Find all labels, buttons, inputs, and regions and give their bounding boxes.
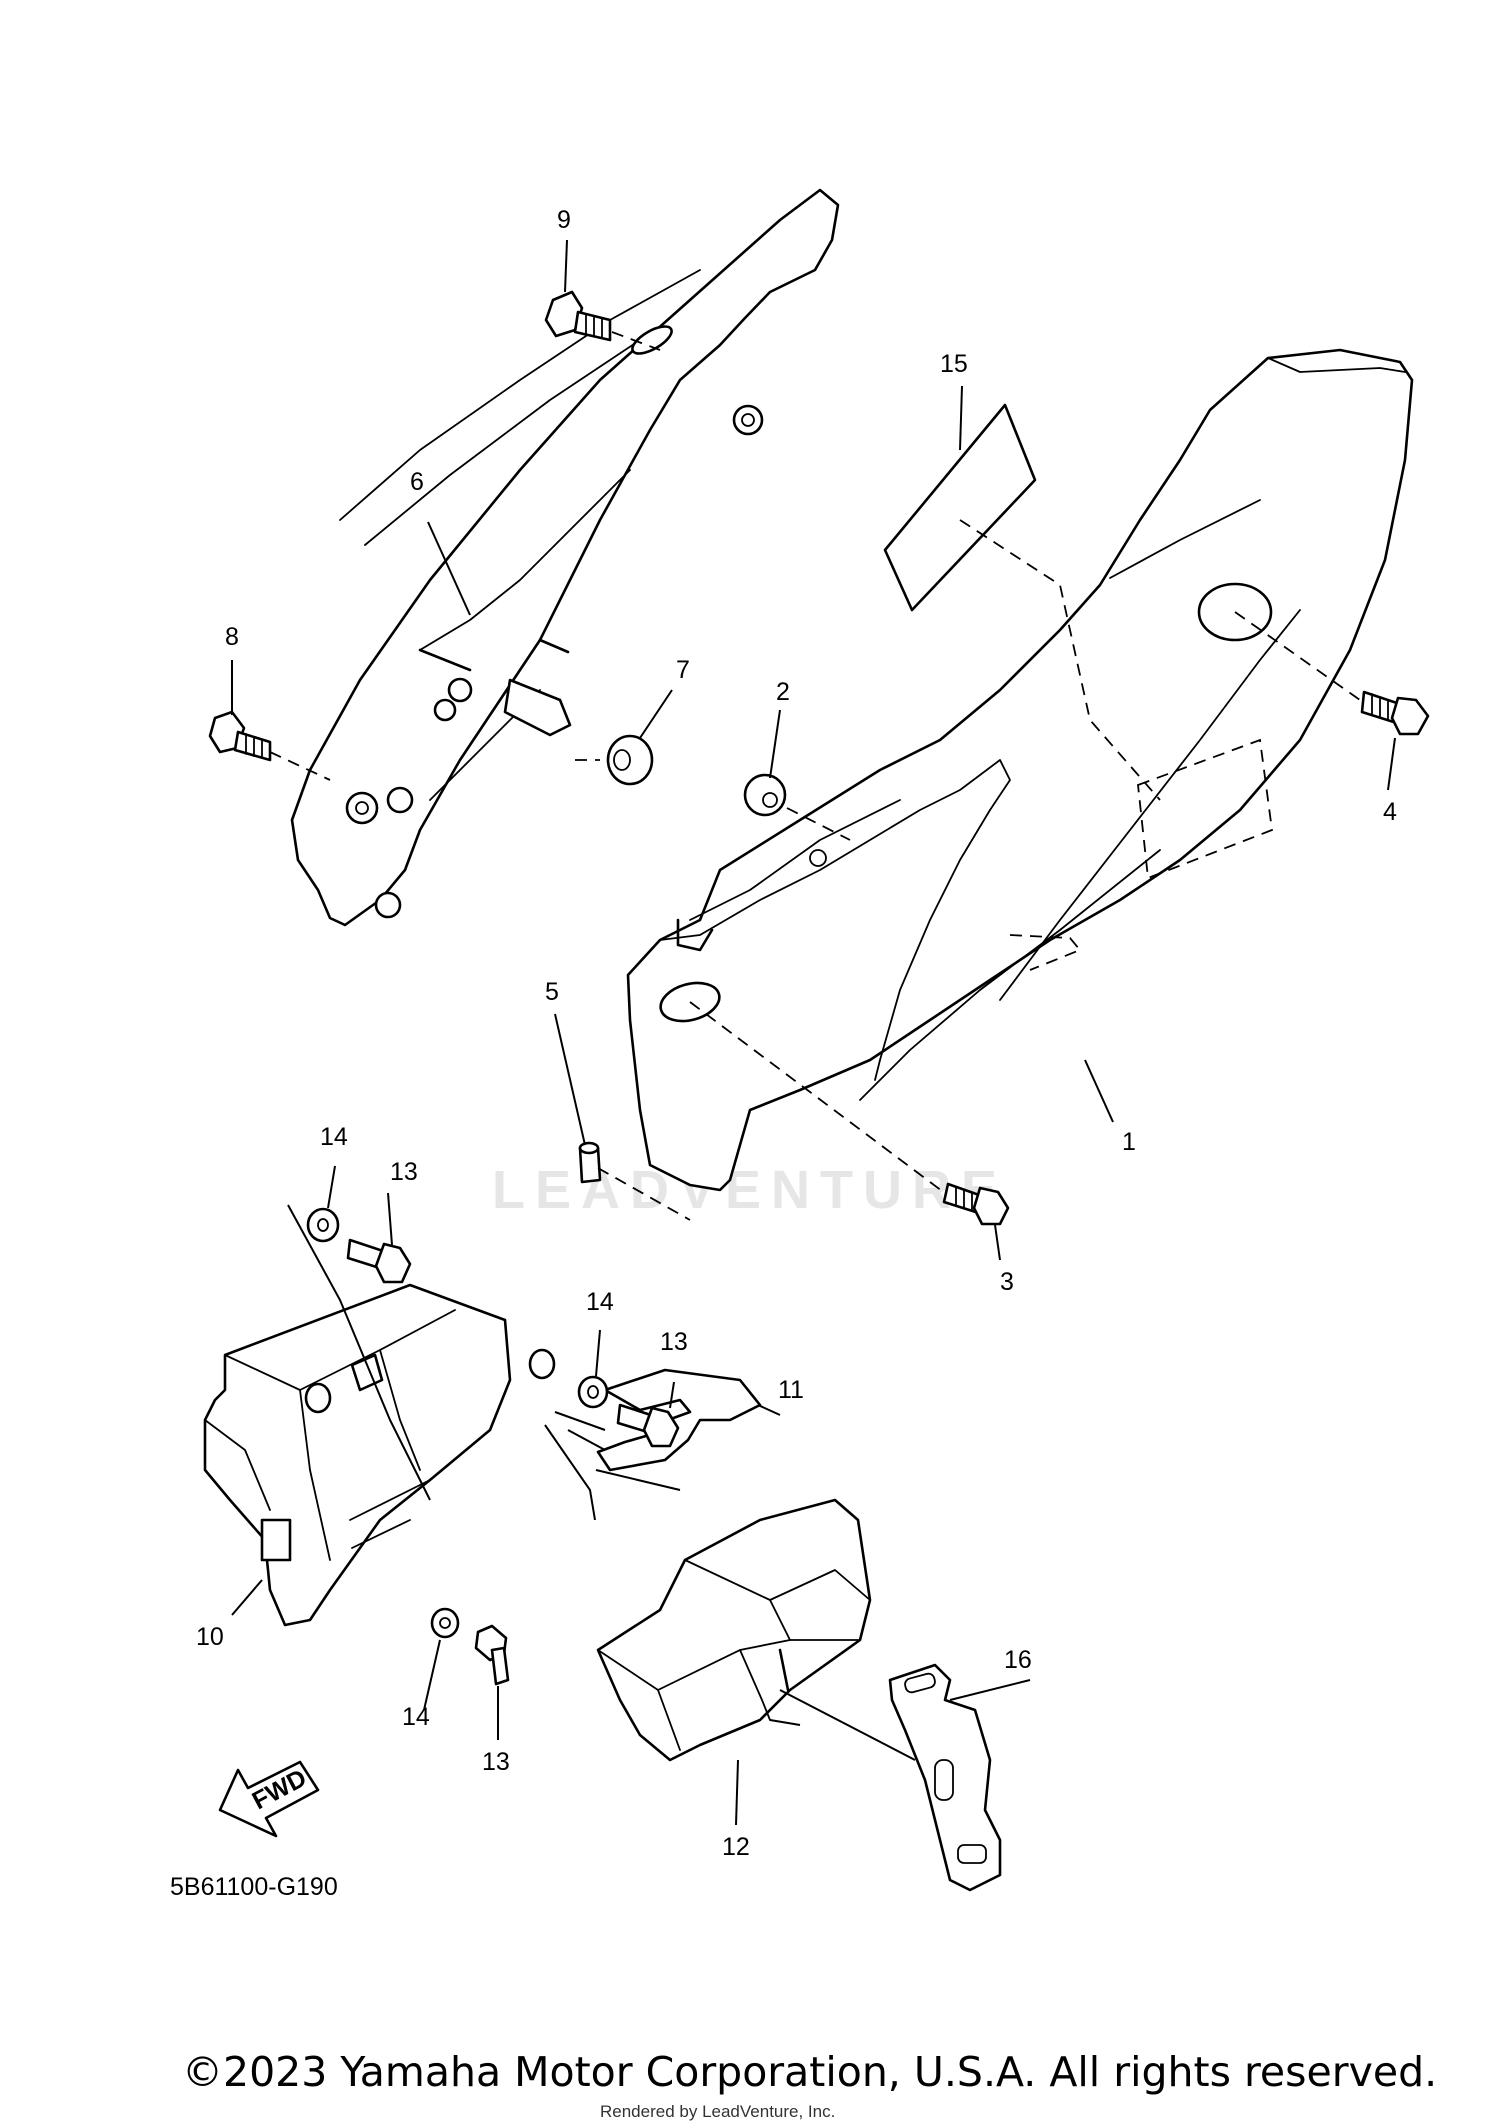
part-10-battery-box bbox=[203, 1283, 556, 1627]
fwd-arrow: FWD bbox=[218, 1760, 320, 1838]
callout-13b: 13 bbox=[660, 1328, 688, 1356]
callout-16: 16 bbox=[1004, 1646, 1032, 1674]
callout-9: 9 bbox=[557, 206, 571, 234]
callout-8: 8 bbox=[225, 623, 239, 651]
part-9-bolt bbox=[544, 290, 612, 342]
part-13-bolt-a bbox=[346, 1238, 412, 1284]
callout-numbers: 1 2 3 4 5 6 7 8 9 10 11 12 13 13 13 14 1… bbox=[196, 206, 1397, 1861]
callout-4: 4 bbox=[1383, 798, 1397, 826]
part-6-side-cover-bracket bbox=[290, 188, 840, 927]
callout-3: 3 bbox=[1000, 1268, 1014, 1296]
part-11-pad bbox=[596, 1368, 762, 1472]
part-12-battery-cover bbox=[596, 1498, 872, 1762]
assembly-guides bbox=[269, 331, 1361, 1761]
part-5-collar bbox=[578, 1141, 602, 1184]
diagram-reference-code: 5B61100-G190 bbox=[170, 1873, 338, 1901]
callout-5: 5 bbox=[545, 978, 559, 1006]
part-14-washer-c bbox=[430, 1607, 460, 1639]
part-15-label bbox=[883, 403, 1037, 612]
callout-14c: 14 bbox=[402, 1703, 430, 1731]
callout-14b: 14 bbox=[586, 1288, 614, 1316]
part-7-grommet bbox=[606, 734, 654, 786]
watermark-text: LEADVENTURE bbox=[492, 1160, 1007, 1220]
part-3-bolt bbox=[942, 1182, 1010, 1226]
part-14-washer-a bbox=[306, 1207, 340, 1243]
callout-15: 15 bbox=[940, 350, 968, 378]
part-13-bolt-c bbox=[474, 1624, 510, 1686]
rendered-by-credit: Rendered by LeadVenture, Inc. bbox=[600, 2102, 836, 2121]
part-14-washer-b bbox=[577, 1375, 609, 1409]
part-2-grommet bbox=[743, 773, 787, 817]
part-13-bolt-b bbox=[616, 1403, 680, 1448]
callout-6: 6 bbox=[410, 468, 424, 496]
callout-7: 7 bbox=[676, 656, 690, 684]
callout-1: 1 bbox=[1122, 1128, 1136, 1156]
callout-13a: 13 bbox=[390, 1158, 418, 1186]
callout-2: 2 bbox=[776, 678, 790, 706]
callout-10: 10 bbox=[196, 1623, 224, 1651]
copyright-notice: ©2023 Yamaha Motor Corporation, U.S.A. A… bbox=[182, 2048, 1438, 2096]
callout-13c: 13 bbox=[482, 1748, 510, 1776]
callout-11: 11 bbox=[778, 1376, 804, 1404]
callout-leaders bbox=[231, 239, 1396, 1826]
callout-14a: 14 bbox=[320, 1123, 348, 1151]
part-16-rubber-strap bbox=[888, 1663, 1002, 1892]
part-4-bolt bbox=[1360, 690, 1430, 736]
callout-12: 12 bbox=[722, 1833, 750, 1861]
part-8-bolt bbox=[208, 710, 272, 762]
